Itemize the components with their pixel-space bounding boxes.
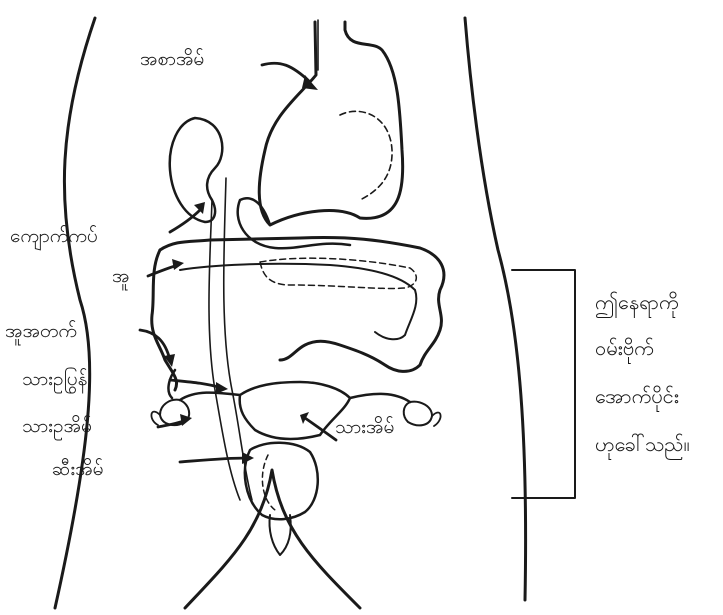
tube-fimbria-right [432,413,441,427]
fallopian-tube-right [350,394,410,402]
label-bladder: ဆီးအိမ် [52,460,104,479]
body-outline-right [465,18,526,600]
side-note-line-4: ဟုခေါ်သည်။ [595,434,690,454]
arrow-kidney [170,210,200,232]
ovary-right [404,402,432,426]
arrow-appendix [140,330,170,360]
label-fallopian-tube: သားဥပြွန် [22,370,87,389]
label-ovary: သားဥအိမ် [22,417,92,436]
label-stomach: အစာအိမ် [140,50,204,69]
fallopian-tube-left [180,393,240,400]
body-outline-left [55,18,95,608]
arrowhead-ovary [180,414,192,426]
label-kidney: ကျောက်ကပ် [10,227,98,246]
side-note-line-1: ဤနေရာကို [595,292,679,312]
stomach-inner [340,111,392,200]
arrow-stomach [262,63,310,82]
arrow-bladder [180,458,248,462]
label-uterus: သားအိမ် [335,418,394,437]
label-appendix: အူအတက် [5,322,77,341]
uterus-body [240,382,350,439]
label-intestine: အူ [112,267,129,286]
large-intestine-inner [180,264,416,339]
ureter-right [224,178,252,500]
tube-fimbria-left [151,412,160,425]
stomach-shape [259,22,402,225]
arrowhead-uterus [300,412,309,424]
arrowhead-intestine [172,259,184,270]
duodenum [238,198,350,248]
side-note-line-3: အောက်ပိုင်း [595,386,679,406]
side-note-line-2: ဝမ်းဗိုက် [595,338,654,358]
transverse-dashed [260,258,416,288]
